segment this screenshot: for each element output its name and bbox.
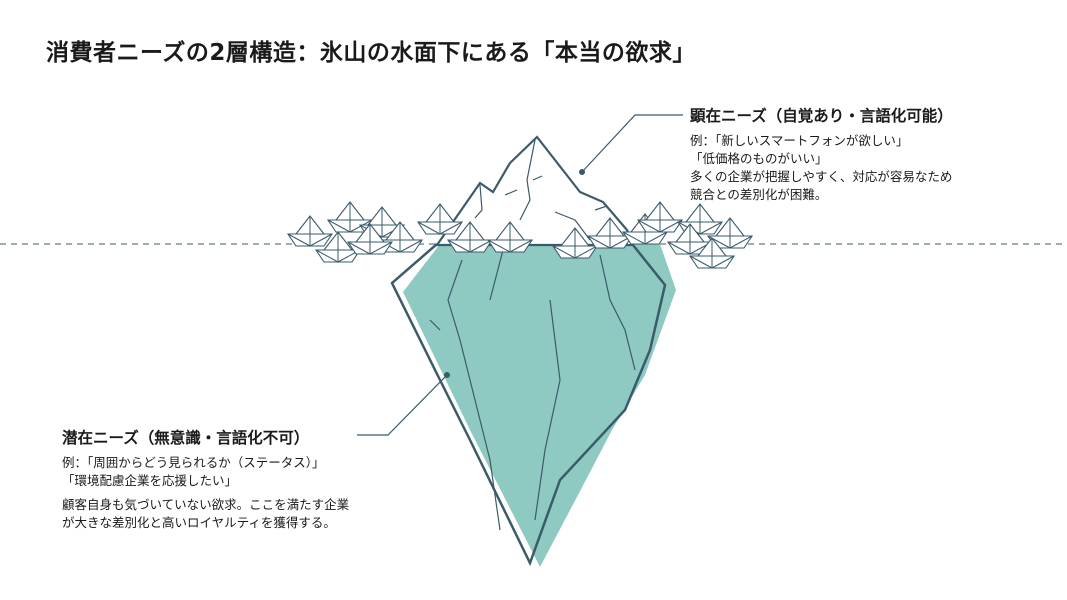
explicit-needs-block: 顕在ニーズ（自覚あり・言語化可能） 例：「新しいスマートフォンが欲しい」 「低価… (690, 104, 953, 204)
explicit-leader-line (581, 114, 683, 173)
explicit-example-2: 「低価格のものがいい」 (690, 151, 828, 166)
explicit-desc-1: 多くの企業が把握しやすく、対応が容易なため (690, 169, 953, 184)
explicit-desc-2: 競合との差別化が困難。 (690, 187, 828, 202)
latent-leader-line (357, 374, 448, 436)
page-title: 消費者ニーズの2層構造：氷山の水面下にある「本当の欲求」 (46, 40, 696, 66)
latent-desc-2: が大きな差別化と高いロイヤルティを獲得する。 (62, 515, 336, 530)
latent-heading: 潜在ニーズ（無意識・言語化不可） (62, 429, 310, 447)
latent-iceberg-fill (403, 244, 676, 567)
explicit-heading: 顕在ニーズ（自覚あり・言語化可能） (690, 107, 953, 125)
explicit-example-1: 例：「新しいスマートフォンが欲しい」 (690, 133, 909, 148)
latent-needs-block: 潜在ニーズ（無意識・言語化不可） 例：「周囲からどう見られるか（ステータス）」 … (62, 426, 349, 532)
latent-desc-1: 顧客自身も気づいていない欲求。ここを満たす企業 (62, 497, 350, 512)
latent-example-1: 例：「周囲からどう見られるか（ステータス）」 (62, 455, 325, 470)
latent-example-2: 「環境配慮企業を応援したい」 (62, 473, 238, 488)
latent-iceberg-outline (390, 243, 667, 567)
